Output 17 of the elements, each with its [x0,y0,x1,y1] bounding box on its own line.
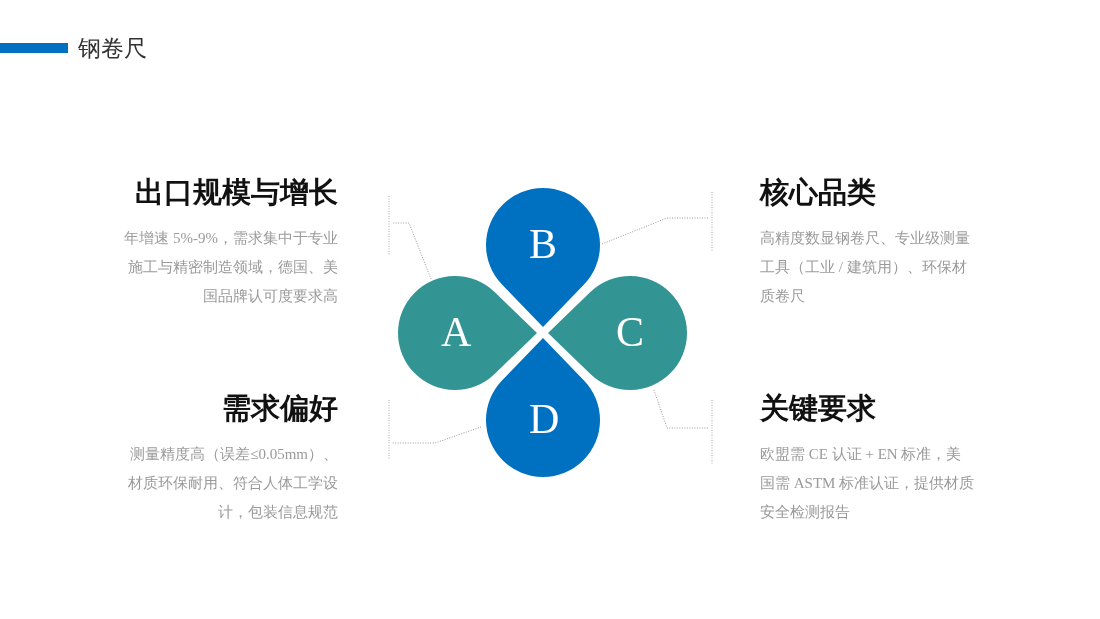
description: 年增速 5%-9%，需求集中于专业施工与精密制造领域，德国、美国品牌认可度要求高 [123,229,338,306]
heading: 需求偏好 [222,391,338,426]
leader-line [653,389,710,429]
petal-letter: D [529,398,557,440]
heading: 核心品类 [760,175,876,210]
description: 测量精度高（误差≤0.05mm）、材质环保耐用、符合人体工学设计，包装信息规范 [127,445,338,522]
title: 钢卷尺 [78,34,147,63]
description: 欧盟需 CE 认证 + EN 标准，美国需 ASTM 标准认证，提供材质安全检测报告 [760,445,976,522]
description: 高精度数显钢卷尺、专业级测量工具（工业 / 建筑用）、环保材质卷尺 [760,229,971,306]
leader-line [601,217,710,245]
petal-letter: B [529,223,557,265]
leader-line [391,426,482,444]
petal-letter: C [616,311,644,353]
leader-line [391,222,432,280]
heading: 关键要求 [760,391,876,426]
petal-letter: A [441,311,469,353]
heading: 出口规模与增长 [135,175,338,210]
